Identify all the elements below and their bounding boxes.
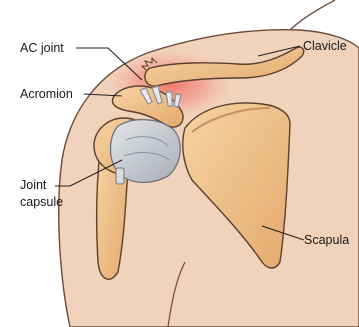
label-joint-capsule-line1: Joint	[20, 178, 46, 193]
tendon-stub	[116, 168, 124, 184]
neck-line	[290, 0, 335, 30]
label-scapula: Scapula	[304, 233, 349, 248]
label-joint-capsule-line2: capsule	[20, 195, 63, 210]
label-clavicle: Clavicle	[303, 39, 347, 54]
label-acromion: Acromion	[20, 87, 73, 102]
label-ac-joint: AC joint	[20, 41, 64, 56]
